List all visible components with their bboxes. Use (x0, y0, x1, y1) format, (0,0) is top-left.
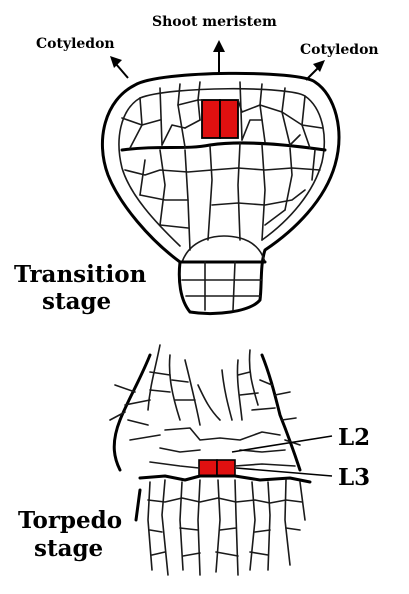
torpedo-meristem-cell-2 (217, 460, 235, 476)
label-transition-stage: stage (42, 288, 111, 315)
torpedo-stage-embryo (110, 345, 310, 575)
transition-meristem-cell-1 (202, 100, 220, 138)
arrow-cotyledon-left (110, 56, 128, 78)
label-torpedo-stage: stage (34, 535, 103, 562)
label-transition: Transition (14, 261, 147, 288)
torpedo-meristem-cell-1 (199, 460, 217, 476)
arrow-cotyledon-right (306, 60, 325, 80)
arrow-shoot-meristem (213, 40, 225, 75)
label-torpedo: Torpedo (18, 507, 122, 534)
label-cotyledon-left: Cotyledon (36, 36, 115, 52)
l3-pointer (236, 468, 332, 476)
label-shoot-meristem: Shoot meristem (152, 14, 277, 30)
label-l2: L2 (338, 424, 370, 451)
transition-meristem-cell-2 (220, 100, 238, 138)
label-cotyledon-right: Cotyledon (300, 42, 379, 58)
label-l3: L3 (338, 464, 370, 491)
